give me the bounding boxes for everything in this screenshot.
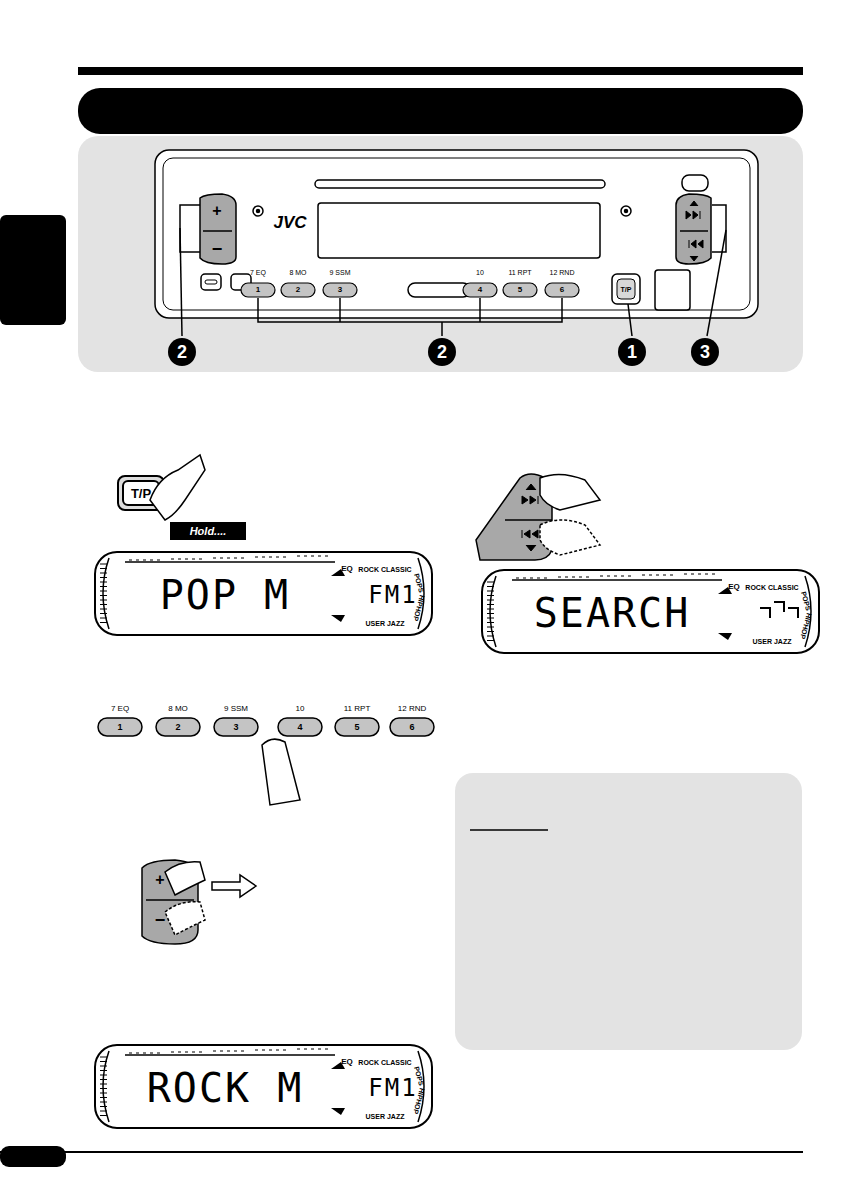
preset-button [241,283,275,297]
button-label: EQ [341,1058,353,1066]
leader-lines [180,205,726,336]
preset-button [390,718,434,736]
preset-button [545,283,579,297]
page-bars [0,67,803,1167]
button-label: Hold.... [190,526,227,537]
button-label: 5 [354,723,359,732]
finger [262,739,300,805]
button-label: + [212,203,221,219]
step3-rocker [142,860,256,944]
lcd-frame [482,570,819,653]
button-label: 8 MO [168,705,188,713]
button-label: 10 [296,705,305,713]
lcd-text: SEARCH [534,593,691,633]
preset-button [463,283,497,297]
button-label: + [155,872,164,888]
button-label: 10 [476,269,484,276]
button-label: EQ [728,583,740,591]
preset-button [281,283,315,297]
button-label: 6 [560,286,564,294]
button-label: 8 MO [289,269,306,276]
button-label: 1 [117,723,122,732]
preset-button [503,283,537,297]
button-label: 7 EQ [250,269,266,276]
lcd-displays [95,552,819,1128]
button-label: 5 [518,286,522,294]
button-label: 2 [175,723,180,732]
button-label: ROCK CLASSIC [358,566,411,573]
callout-number: 2 [177,343,187,361]
button-label: ROCK CLASSIC [358,1059,411,1066]
button-label: 6 [409,723,414,732]
button-label: 9 SSM [329,269,350,276]
button-label: T/P [621,286,632,293]
button-label: 11 RPT [508,269,531,276]
button-label: 11 RPT [344,705,371,713]
preset-button [214,718,258,736]
lcd-text: FM1 [368,583,417,607]
button-label: 3 [233,723,238,732]
preset-button [278,718,322,736]
faceplate [155,150,758,318]
button-label: 2 [296,286,300,294]
button-label: − [212,240,223,258]
step1-tp-button [118,455,246,540]
button-label: 4 [297,723,302,732]
step2-buttons [98,718,434,736]
button-label: − [155,911,166,929]
note-box [455,773,802,1050]
button-label: 1 [256,286,260,294]
lcd-text: ROCK M [147,1068,304,1108]
button-label: T/P [131,487,151,500]
button-label: 12 RND [398,705,426,713]
button-label: 4 [478,286,482,294]
button-label: USER JAZZ [753,638,792,645]
button-label: USER JAZZ [366,620,405,627]
callout-number: 2 [437,343,447,361]
preset-button [323,283,357,297]
button-label: JVC [273,214,306,231]
lcd-text: FM1 [368,1076,417,1100]
callout-number: 3 [700,343,710,361]
button-label: EQ [341,565,353,573]
lcd-frame [95,1045,432,1128]
preset-button [156,718,200,736]
button-label: 3 [338,286,342,294]
preset-button [98,718,142,736]
callout-number: 1 [627,343,637,361]
button-label: ROCK CLASSIC [745,584,798,591]
preset-button [335,718,379,736]
button-label: 7 EQ [111,705,129,713]
lcd-text: POP M [160,575,290,615]
preset-buttons [241,283,579,297]
button-label: USER JAZZ [366,1113,405,1120]
button-label: 12 RND [550,269,575,276]
button-label: 9 SSM [224,705,248,713]
figure-panel [78,136,803,372]
step-right-rocker [476,474,600,560]
lcd-frame [95,552,432,635]
callout-circles [168,338,719,366]
